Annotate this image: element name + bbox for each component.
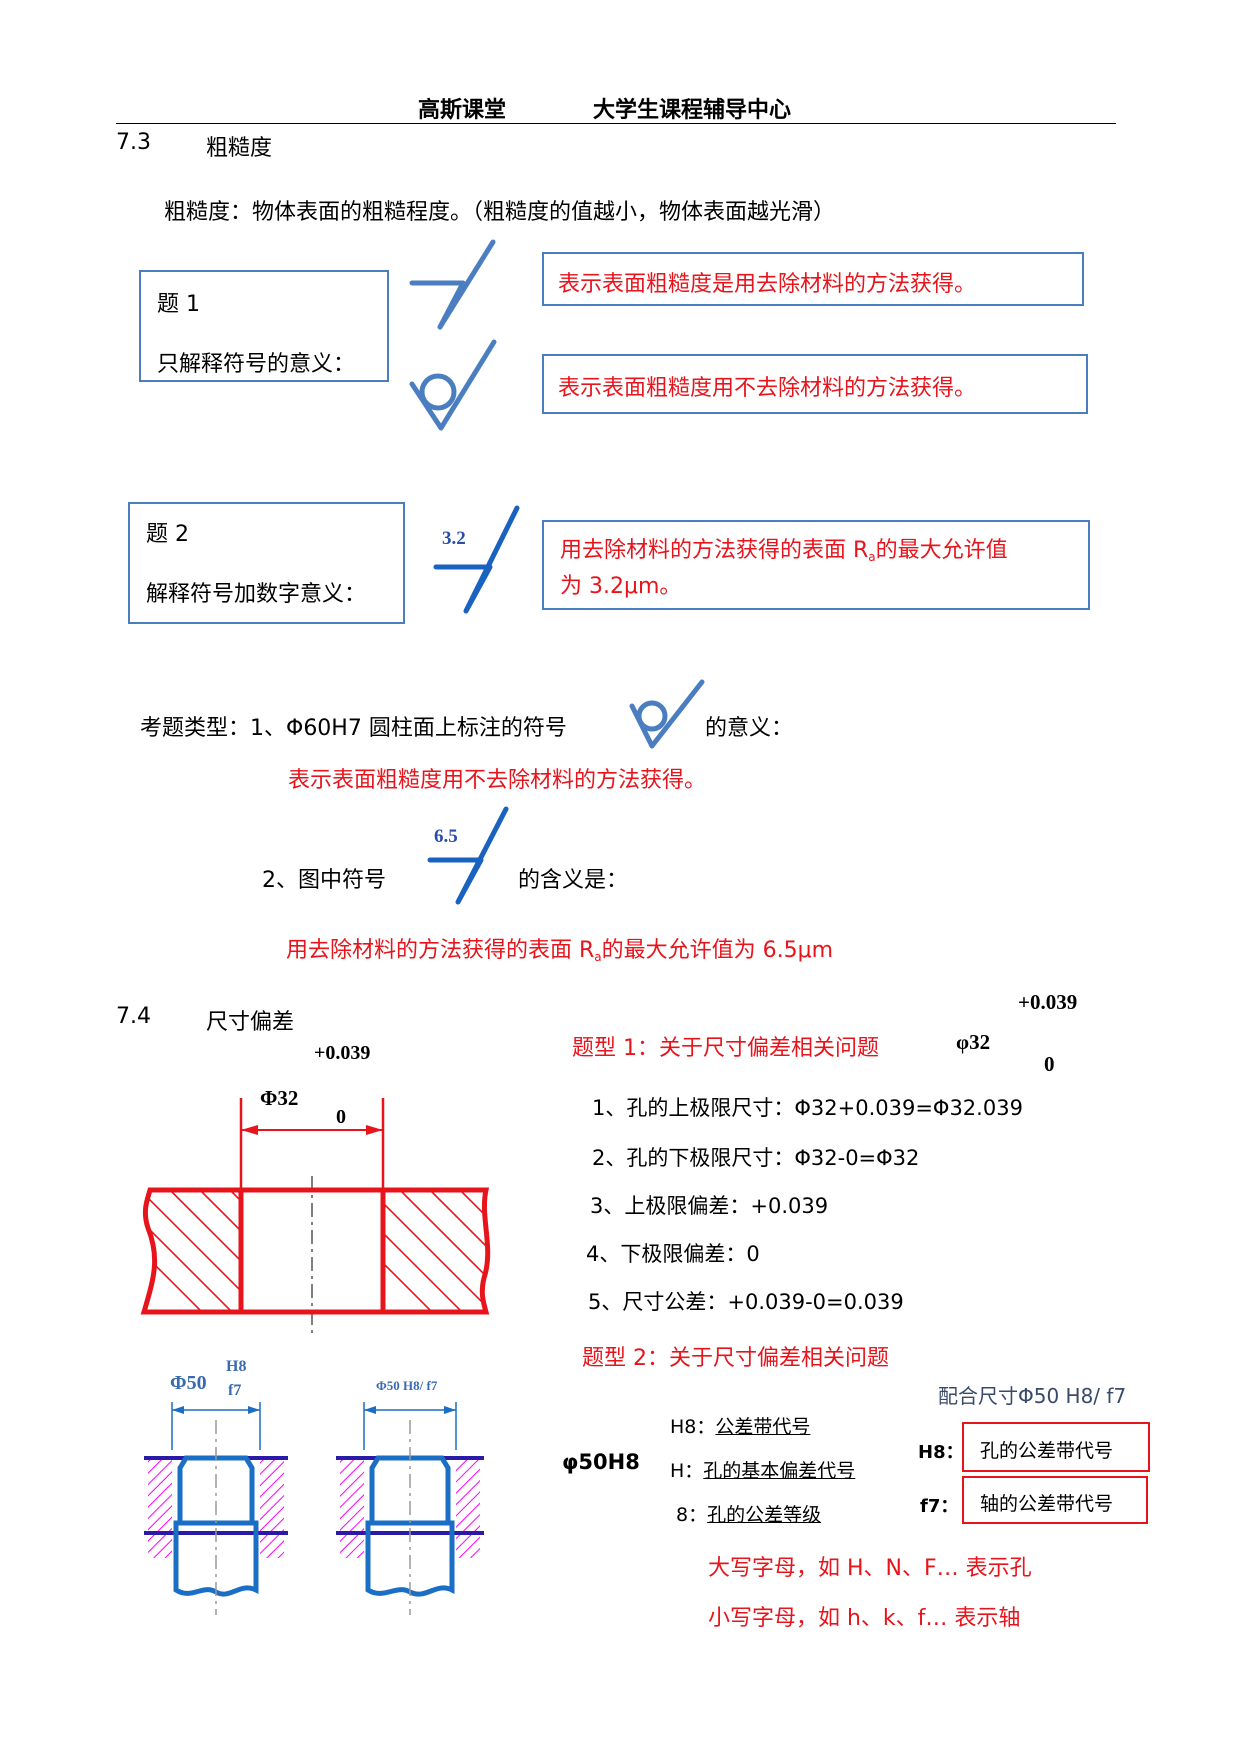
roughness-removal-icon	[427, 806, 509, 905]
roughness-value-6-5: 6.5	[434, 826, 458, 847]
type-2-line-1: H8：公差带代号	[670, 1416, 811, 1438]
roughness-no-removal-icon	[629, 679, 705, 749]
section-number: 7.4	[116, 1004, 151, 1029]
roughness-removal-icon	[409, 239, 496, 330]
question-2-title: 题 2	[146, 522, 189, 547]
type-1-item: 3、上极限偏差：+0.039	[590, 1194, 829, 1218]
drawing-diameter: Φ32	[260, 1086, 299, 1110]
definition: 粗糙度：物体表面的粗糙程度。（粗糙度的值越小，物体表面越光滑）	[164, 200, 836, 225]
drawing-upper-deviation: +0.039	[314, 1042, 371, 1064]
drawing-lower-deviation: 0	[336, 1106, 346, 1128]
f7-value: 轴的公差带代号	[980, 1493, 1114, 1515]
type-1-diameter: φ32	[956, 1030, 991, 1054]
type-1-item: 5、尺寸公差：+0.039-0=0.039	[588, 1290, 904, 1314]
h8-label: H8：	[918, 1442, 964, 1463]
fit-drawings	[144, 1402, 484, 1615]
question-1-box: 题 1 只解释符号的意义：	[139, 270, 389, 382]
question-1-prompt: 只解释符号的意义：	[157, 352, 356, 377]
type-2-code: φ50H8	[562, 1450, 640, 1474]
type-1-upper-deviation: +0.039	[1018, 990, 1078, 1014]
fit-h8-label: H8	[226, 1358, 247, 1375]
section-title: 尺寸偏差	[206, 1010, 295, 1035]
fit-combined-label: Φ50 H8/ f7	[376, 1378, 438, 1393]
h8-value: 孔的公差带代号	[980, 1440, 1114, 1462]
hole-section-drawing	[140, 1098, 491, 1338]
type-2-title: 题型 2：关于尺寸偏差相关问题	[582, 1346, 889, 1371]
note-lowercase: 小写字母，如 h、k、f… 表示轴	[708, 1606, 1021, 1631]
fit-diameter-label: Φ50	[170, 1372, 207, 1394]
f7-box: 轴的公差带代号	[962, 1476, 1148, 1524]
header-left: 高斯课堂	[418, 98, 507, 123]
roughness-value-3-2: 3.2	[442, 528, 466, 549]
exam-question-1: 考题类型：1、Φ60H7 圆柱面上标注的符号	[140, 716, 567, 741]
answer-1: 表示表面粗糙度是用去除材料的方法获得。	[558, 272, 977, 297]
answer-1-box: 表示表面粗糙度是用去除材料的方法获得。	[542, 252, 1084, 306]
question-2-box: 题 2 解释符号加数字意义：	[128, 502, 405, 624]
type-2-line-3: 8：孔的公差等级	[676, 1504, 822, 1526]
answer-2-box: 表示表面粗糙度用不去除材料的方法获得。	[542, 354, 1088, 414]
answer-3-line-1: 用去除材料的方法获得的表面 Ra的最大允许值	[560, 538, 1008, 564]
note-uppercase: 大写字母，如 H、N、F… 表示孔	[708, 1556, 1032, 1581]
type-1-lower-deviation: 0	[1044, 1052, 1055, 1076]
exam-question-1-suffix: 的意义：	[705, 716, 794, 741]
type-1-title: 题型 1：关于尺寸偏差相关问题	[572, 1036, 879, 1061]
answer-3-box: 用去除材料的方法获得的表面 Ra的最大允许值 为 3.2μm。	[542, 520, 1090, 610]
exam-question-2: 2、图中符号	[262, 868, 386, 893]
type-2-line-2: H：孔的基本偏差代号	[670, 1460, 856, 1482]
section-title: 粗糙度	[206, 136, 273, 161]
header-rule	[116, 123, 1116, 124]
answer-3-line-2: 为 3.2μm。	[560, 574, 682, 599]
roughness-removal-icon	[433, 505, 520, 614]
h8-box: 孔的公差带代号	[962, 1422, 1150, 1472]
header-right: 大学生课程辅导中心	[593, 98, 792, 123]
type-1-item: 4、下极限偏差：0	[586, 1242, 760, 1266]
f7-label: f7：	[920, 1496, 959, 1517]
section-number: 7.3	[116, 130, 151, 155]
exam-answer-2: 用去除材料的方法获得的表面 Ra的最大允许值为 6.5μm	[286, 938, 834, 964]
answer-2: 表示表面粗糙度用不去除材料的方法获得。	[558, 376, 977, 401]
exam-question-2-suffix: 的含义是：	[518, 868, 629, 893]
fit-f7-label: f7	[228, 1382, 242, 1399]
type-1-item: 1、孔的上极限尺寸：Φ32+0.039=Φ32.039	[592, 1096, 1023, 1120]
question-1-title: 题 1	[157, 292, 200, 317]
roughness-no-removal-icon	[409, 339, 497, 431]
type-1-item: 2、孔的下极限尺寸：Φ32-0=Φ32	[592, 1146, 920, 1170]
exam-answer-1: 表示表面粗糙度用不去除材料的方法获得。	[288, 768, 707, 793]
type-2-fit: 配合尺寸Φ50 H8/ f7	[938, 1384, 1127, 1408]
question-2-prompt: 解释符号加数字意义：	[146, 582, 367, 607]
